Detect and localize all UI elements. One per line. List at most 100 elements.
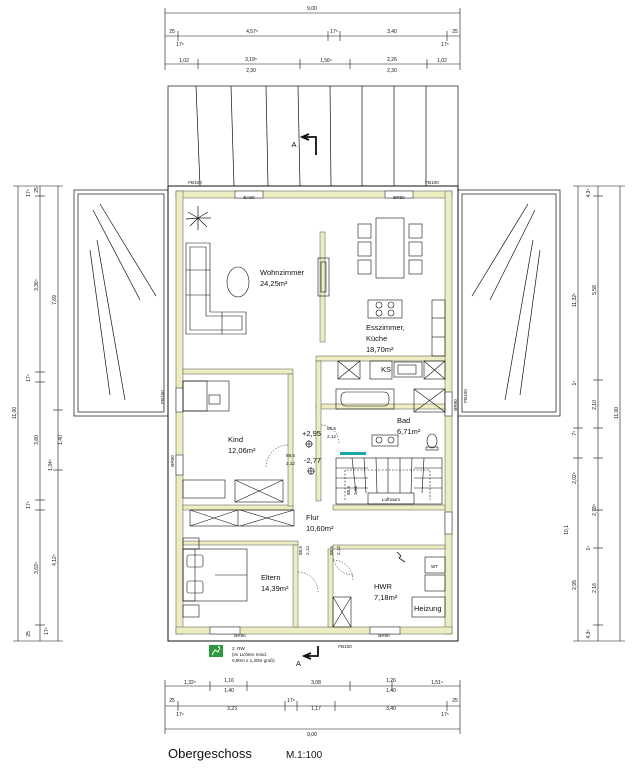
dim-left-a9: 17⁵: [44, 627, 50, 635]
heizung-label: Heizung: [414, 604, 442, 613]
dim-top-r2-4: 1,02: [437, 58, 447, 64]
door-label-top-left: FB100: [188, 180, 202, 185]
child-furniture: [182, 380, 284, 503]
right-dimensions: [573, 185, 625, 642]
room-area-bad: 6,71m²: [397, 427, 421, 436]
dim-right-a5: 10,1: [564, 525, 570, 535]
door-dim-3b: 2,12: [305, 546, 310, 555]
door-label-right: FB100: [463, 389, 468, 403]
drawing-title: Obergeschoss: [168, 746, 252, 761]
room-area-eltern: 14,39m²: [261, 584, 289, 593]
dim-right-a7: 1⁵: [586, 546, 592, 551]
parents-furniture: [182, 537, 248, 618]
top-balcony: [167, 85, 459, 187]
left-dimensions: [13, 185, 63, 642]
dim-top-r2-1: 3,19⁵: [245, 57, 257, 63]
room-name-kind: Kind: [228, 435, 243, 444]
door-dim-5a: 88,5: [346, 486, 351, 495]
window-label-1: BA90: [243, 195, 255, 200]
dim-bot-r1-3: 1,26: [386, 678, 396, 684]
dim-top-r2-3: 2,26: [387, 57, 397, 63]
door-swings: [265, 424, 354, 593]
wt-label: WT: [431, 564, 438, 569]
dim-bot-total: 9,00: [307, 732, 317, 738]
bath-fixtures: [335, 388, 446, 451]
rw-line-1: (im Lichten mind.: [232, 652, 267, 657]
dim-left-a4: 3,80: [34, 435, 40, 445]
dim-bot-r1-0: 1,32⁵: [184, 680, 196, 686]
plant-icon: [185, 206, 211, 230]
stairwell: [335, 457, 443, 505]
wall-openings: [175, 190, 453, 635]
dim-bot-r2-4: 3,40: [386, 706, 396, 712]
room-name-wohnzimmer: Wohnzimmer: [260, 268, 305, 277]
water-line: [340, 452, 366, 455]
dim-left-a2: 3,36⁵: [34, 279, 40, 291]
room-area-hwr: 7,18m²: [374, 593, 398, 602]
dim-bot-r2-0: 25: [169, 698, 175, 704]
section-marker-bottom: A: [296, 659, 301, 668]
dim-left-b1: 1,40: [58, 435, 64, 445]
room-area-esszimmer: 18,70m²: [366, 345, 394, 354]
dim-top-r2b-0: 2,30: [246, 68, 256, 74]
rw-line-2: 0,90m x 1,20m groß): [232, 658, 275, 663]
living-furniture: [185, 242, 330, 335]
dim-top-r2-0: 1,02: [179, 58, 189, 64]
dim-right-a2: 2,10: [592, 400, 598, 410]
rw-title: 2. RW: [232, 646, 245, 651]
exit-sign-icon: [209, 645, 223, 657]
window-label-2: BR90: [393, 195, 405, 200]
dim-right-a8: 2,95: [572, 580, 578, 590]
dim-bot-r1b-0: 1,40: [224, 688, 234, 694]
dim-right-b0: 11,32⁵: [572, 293, 578, 307]
hwr-furniture: [332, 551, 446, 628]
dim-right-a6: 2,78⁵: [592, 504, 598, 516]
section-arrow-top-icon: [299, 133, 317, 155]
door-label-left: FB100: [160, 390, 165, 404]
dim-bot-r1-4: 1,51⁵: [431, 680, 443, 686]
dim-left-a8: 25: [26, 631, 32, 637]
room-area-wohnzimmer: 24,25m²: [260, 279, 288, 288]
dim-left-a1: 25: [34, 187, 40, 193]
level-mark-2: -2,77: [304, 456, 321, 465]
hall-furniture: [189, 509, 295, 527]
door-dim-1b: 2,12: [286, 461, 295, 466]
dim-top-r2b-1: 2,30: [387, 68, 397, 74]
door-dim-2b: 2,12: [327, 434, 336, 439]
left-balcony: [73, 189, 169, 417]
dim-bot-r1b-1: 1,40: [386, 688, 396, 694]
dim-bot-r2-2: 17⁵: [287, 698, 295, 704]
dim-top-r1-4: 25: [452, 29, 458, 35]
dim-right-a1: 5,58: [592, 285, 598, 295]
dim-right-a0: 4,3⁵: [586, 188, 592, 197]
room-area-kind: 12,06m²: [228, 446, 256, 455]
dim-bot-r1-2: 3,08: [311, 680, 321, 686]
dim-right-a3: 7⁵: [572, 431, 578, 436]
dim-left-a5: 1,34⁵: [48, 459, 54, 471]
section-arrow-bottom-icon: [301, 646, 319, 660]
floor-outline: [167, 185, 459, 642]
dim-right-a9: 2,16: [592, 583, 598, 593]
dim-left-outer: 11,00: [12, 407, 18, 419]
dim-top-r1s-1: 17⁵: [441, 42, 449, 48]
level-mark-1: +2,95: [302, 429, 321, 438]
level-marker-icon: [305, 440, 315, 475]
dim-top-r1-1: 4,57⁵: [246, 29, 258, 35]
bottom-dimensions: [164, 680, 461, 734]
door-dim-3a: 88,5: [298, 546, 303, 555]
window-label-left: BR90: [170, 455, 175, 467]
dim-right-a4: 2,02⁵: [572, 472, 578, 484]
dim-top-r2-2: 1,56⁵: [320, 58, 332, 64]
dim-bot-r2-5: 25: [452, 698, 458, 704]
room-name-eltern: Eltern: [261, 573, 281, 582]
window-label-3: BR90: [234, 633, 246, 638]
dim-top-r1-0: 25: [169, 29, 175, 35]
dim-left-a6: 17⁵: [26, 501, 32, 509]
dim-left-b0: 7,69: [52, 295, 58, 305]
dim-bot-r2s-1: 17⁵: [441, 712, 449, 718]
luftraum-label: Luftraum: [382, 497, 400, 502]
dim-bot-r1-1: 1,16: [224, 678, 234, 684]
dim-left-b2: 4,12⁵: [52, 554, 58, 566]
window-label-right: BR90: [453, 399, 458, 411]
dim-top-r1-3: 3,40: [387, 29, 397, 35]
